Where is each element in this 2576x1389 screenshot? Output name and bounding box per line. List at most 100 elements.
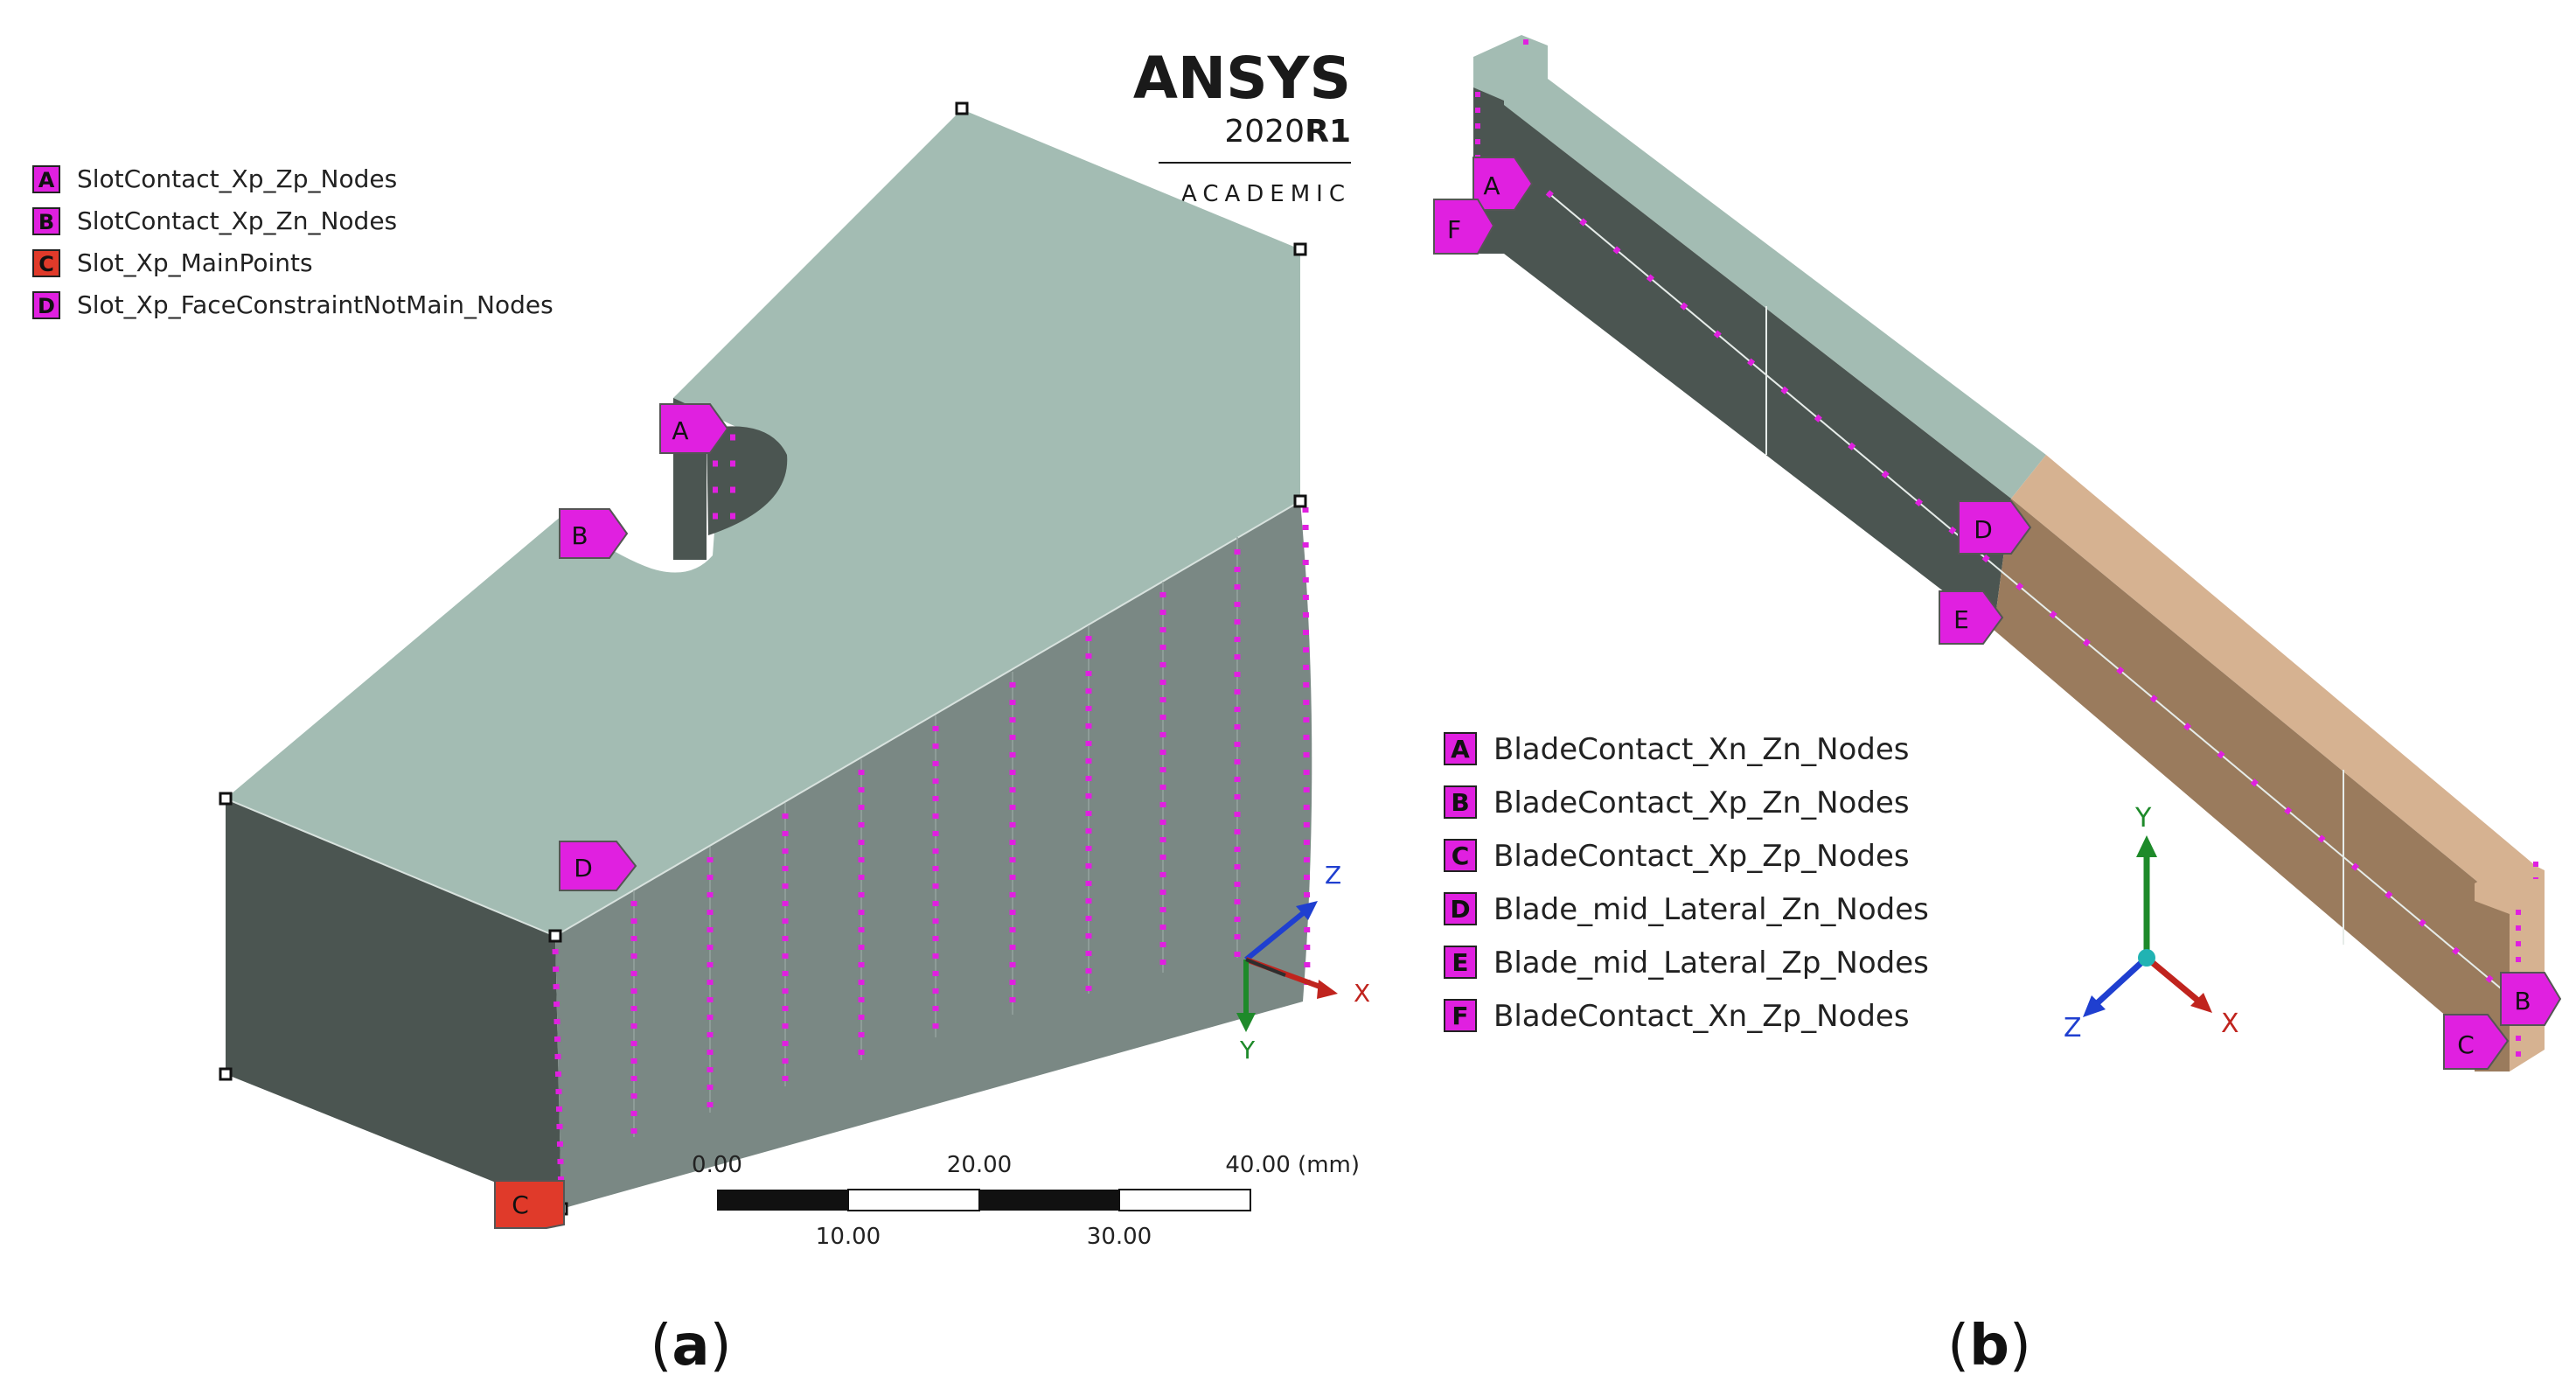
callout-b-f: F bbox=[1433, 199, 1495, 255]
scale-bar: 0.00 20.00 40.00 (mm) 10.00 30.00 bbox=[692, 1152, 1360, 1250]
panel-a: A SlotContact_Xp_Zp_Nodes B SlotContact_… bbox=[32, 45, 1370, 1379]
legend-a-item: A SlotContact_Xp_Zp_Nodes bbox=[32, 164, 397, 193]
legend-swatch bbox=[32, 249, 60, 277]
legend-swatch bbox=[1444, 839, 1477, 872]
slot-model bbox=[219, 101, 1312, 1216]
legend-key: A bbox=[38, 168, 55, 192]
callout-b-e: E bbox=[1939, 590, 2004, 645]
blade-side-tan bbox=[1994, 499, 2501, 1063]
legend-b-item: A BladeContact_Xn_Zn_Nodes bbox=[1444, 732, 1910, 767]
blade-top-tan bbox=[2011, 455, 2536, 901]
scale-label: 30.00 bbox=[1087, 1224, 1152, 1250]
svg-text:(a): (a) bbox=[650, 1314, 731, 1379]
svg-text:Y: Y bbox=[1239, 1036, 1256, 1064]
svg-text:C: C bbox=[512, 1190, 529, 1219]
ansys-logo: ANSYS 2020 R1 ACADEMIC bbox=[1133, 45, 1351, 207]
legend-label: Blade_mid_Lateral_Zn_Nodes bbox=[1493, 892, 1929, 927]
legend-swatch bbox=[1444, 785, 1477, 819]
scale-label: 0.00 bbox=[692, 1152, 742, 1178]
svg-text:(b): (b) bbox=[1947, 1314, 2031, 1379]
callout-b-d: D bbox=[1958, 500, 2032, 555]
panel-b: A F D E B C A BladeContact_Xn_Zn_Node bbox=[1433, 35, 2562, 1379]
legend-key: C bbox=[38, 252, 54, 276]
callout-b-b: B bbox=[2500, 972, 2562, 1026]
callout-a: A bbox=[659, 403, 729, 454]
legend-b-item: C BladeContact_Xp_Zp_Nodes bbox=[1444, 839, 1910, 874]
caption-a: (a) bbox=[650, 1314, 731, 1379]
legend-key: C bbox=[1452, 841, 1470, 870]
legend-key: D bbox=[38, 294, 55, 318]
svg-text:D: D bbox=[574, 854, 593, 883]
scale-label: 10.00 bbox=[816, 1224, 881, 1250]
logo-version: 2020 bbox=[1224, 114, 1305, 150]
legend-key: D bbox=[1450, 895, 1470, 924]
svg-text:X: X bbox=[2221, 1009, 2239, 1039]
blade-model bbox=[1473, 35, 2545, 1071]
blade-top-gray bbox=[1504, 79, 2046, 499]
legend-b-item: E Blade_mid_Lateral_Zp_Nodes bbox=[1444, 946, 1929, 981]
svg-text:F: F bbox=[1447, 215, 1461, 244]
legend-swatch bbox=[1444, 892, 1477, 925]
slot-edge bbox=[225, 798, 556, 937]
axis-triad-b: Y Z X bbox=[2064, 803, 2239, 1043]
logo-release: R1 bbox=[1305, 114, 1351, 150]
callout-d: D bbox=[559, 841, 637, 891]
scale-label: 20.00 bbox=[947, 1152, 1012, 1178]
svg-text:E: E bbox=[1953, 605, 1969, 634]
legend-a-item: D Slot_Xp_FaceConstraintNotMain_Nodes bbox=[32, 290, 553, 319]
legend-a: A SlotContact_Xp_Zp_Nodes B SlotContact_… bbox=[32, 164, 553, 319]
legend-swatch bbox=[32, 207, 60, 235]
axis-triad-a: Z X Y bbox=[1236, 861, 1370, 1064]
callout-b-c: C bbox=[2443, 1014, 2510, 1070]
caption-b: (b) bbox=[1947, 1314, 2031, 1379]
legend-swatch bbox=[1444, 946, 1477, 979]
legend-label: Slot_Xp_MainPoints bbox=[77, 248, 313, 277]
legend-b-item: B BladeContact_Xp_Zn_Nodes bbox=[1444, 785, 1910, 820]
svg-text:D: D bbox=[1974, 515, 1993, 544]
svg-text:A: A bbox=[1483, 171, 1500, 200]
legend-b: A BladeContact_Xn_Zn_Nodes B BladeContac… bbox=[1444, 732, 1929, 1034]
svg-text:X: X bbox=[1354, 979, 1370, 1008]
slot-cutout bbox=[707, 426, 788, 535]
blade-edge bbox=[1547, 192, 2502, 989]
legend-label: SlotContact_Xp_Zp_Nodes bbox=[77, 164, 397, 193]
legend-swatch bbox=[1444, 732, 1477, 765]
legend-key: B bbox=[38, 210, 54, 234]
legend-b-item: F BladeContact_Xn_Zp_Nodes bbox=[1444, 999, 1910, 1034]
callout-b-a: A bbox=[1472, 157, 1534, 211]
logo-edition: ACADEMIC bbox=[1181, 181, 1351, 207]
legend-swatch bbox=[32, 165, 60, 193]
callout-c: C bbox=[494, 1180, 565, 1229]
svg-text:Z: Z bbox=[2064, 1013, 2082, 1043]
svg-text:C: C bbox=[2457, 1030, 2475, 1059]
logo-brand: ANSYS bbox=[1133, 45, 1351, 112]
legend-label: BladeContact_Xp_Zn_Nodes bbox=[1493, 785, 1910, 820]
svg-text:A: A bbox=[672, 416, 688, 445]
svg-text:B: B bbox=[2514, 987, 2531, 1016]
legend-key: E bbox=[1452, 948, 1468, 977]
scale-label: 40.00 (mm) bbox=[1225, 1152, 1360, 1178]
slot-top-face bbox=[226, 109, 1300, 936]
legend-label: Slot_Xp_FaceConstraintNotMain_Nodes bbox=[77, 290, 553, 319]
legend-key: F bbox=[1452, 1002, 1468, 1030]
legend-key: A bbox=[1451, 735, 1470, 764]
legend-swatch bbox=[1444, 999, 1477, 1032]
legend-swatch bbox=[32, 291, 60, 319]
svg-text:B: B bbox=[571, 521, 588, 550]
slot-side-face bbox=[555, 501, 1312, 1209]
slot-edge bbox=[554, 500, 1301, 937]
legend-b-item: D Blade_mid_Lateral_Zn_Nodes bbox=[1444, 892, 1929, 927]
legend-label: SlotContact_Xp_Zn_Nodes bbox=[77, 206, 397, 235]
legend-label: BladeContact_Xn_Zp_Nodes bbox=[1493, 999, 1910, 1034]
svg-text:Y: Y bbox=[2134, 803, 2152, 834]
legend-key: B bbox=[1451, 788, 1469, 817]
legend-a-item: C Slot_Xp_MainPoints bbox=[32, 248, 313, 277]
legend-a-item: B SlotContact_Xp_Zn_Nodes bbox=[32, 206, 397, 235]
legend-label: Blade_mid_Lateral_Zp_Nodes bbox=[1493, 946, 1929, 981]
svg-text:Z: Z bbox=[1325, 861, 1341, 890]
node-columns bbox=[552, 434, 1311, 1199]
legend-label: BladeContact_Xn_Zn_Nodes bbox=[1493, 732, 1910, 767]
callout-b: B bbox=[559, 508, 629, 559]
legend-label: BladeContact_Xp_Zp_Nodes bbox=[1493, 839, 1910, 874]
slot-end-face bbox=[226, 799, 561, 1209]
